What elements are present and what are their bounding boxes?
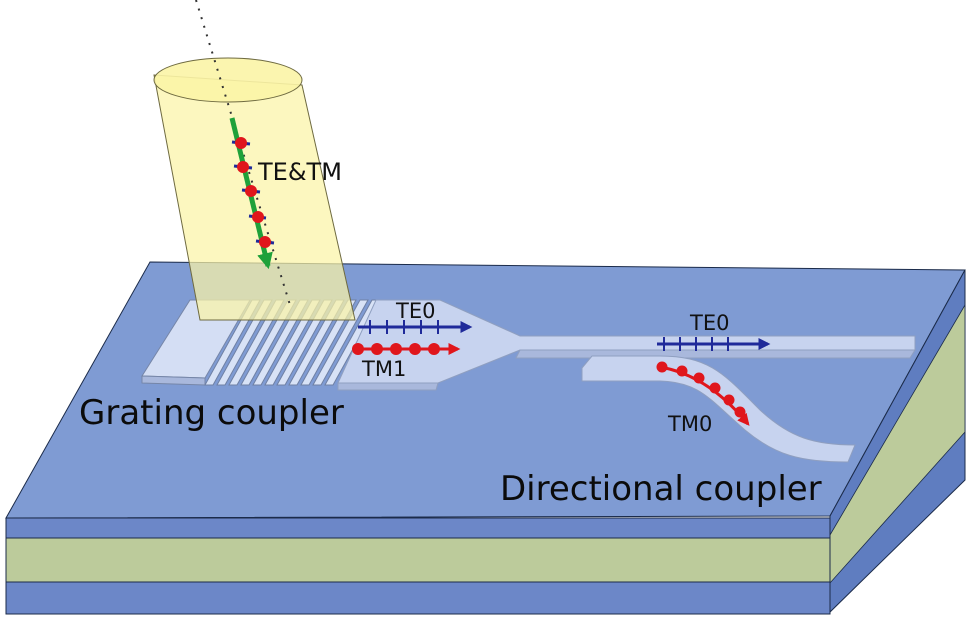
beam-top-ellipse (153, 57, 303, 103)
label-te0-upper: TE0 (395, 299, 435, 323)
bus-waveguide-front-edge (515, 349, 916, 359)
te0-upper-mode-arrow (358, 320, 473, 334)
label-tm1: TM1 (361, 357, 406, 381)
front-substrate-layer (5, 581, 831, 615)
input-beam (153, 0, 356, 321)
polarization-arrow (229, 117, 275, 270)
tm-dots (235, 137, 271, 248)
coupled-waveguide (581, 355, 856, 463)
label-te0-lower: TE0 (689, 311, 729, 335)
front-oxide-layer (5, 537, 831, 583)
chip-stack (5, 261, 966, 615)
front-top-layer (5, 517, 831, 539)
waveguides (337, 299, 916, 463)
label-polarization: TE&TM (257, 158, 342, 186)
grating-pad-front (141, 375, 206, 386)
taper-waveguide (337, 299, 916, 384)
taper-front-edge (337, 382, 439, 391)
label-directional-coupler: Directional coupler (500, 469, 822, 509)
te0-lower-mode-arrow (657, 337, 771, 351)
label-tm0: TM0 (667, 412, 712, 436)
tm1-mode-arrow (352, 343, 461, 355)
label-grating-coupler: Grating coupler (79, 393, 344, 433)
tm0-mode-arrow (656, 361, 750, 426)
